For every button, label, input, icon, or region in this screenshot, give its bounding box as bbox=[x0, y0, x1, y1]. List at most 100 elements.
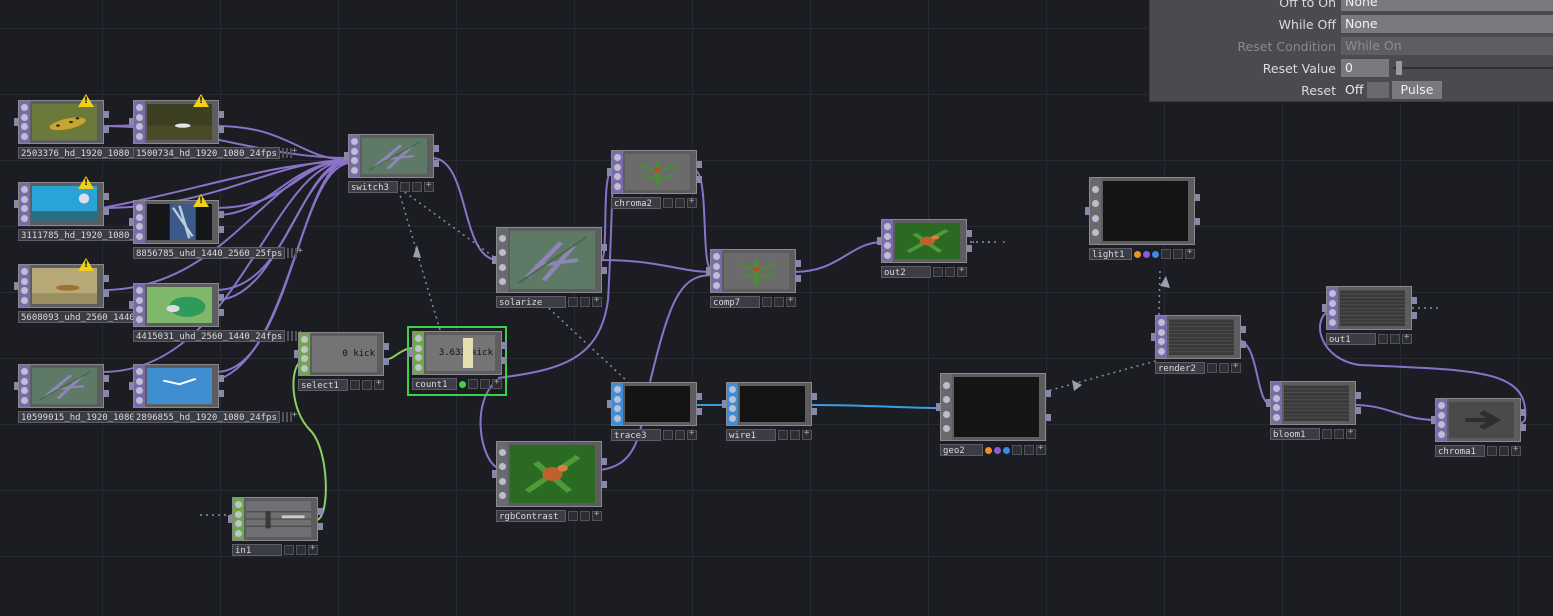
input-connector[interactable] bbox=[129, 301, 133, 309]
node-body[interactable] bbox=[18, 100, 104, 144]
node-flags-strip[interactable] bbox=[134, 365, 145, 407]
node-flags-strip[interactable] bbox=[497, 228, 508, 292]
node-flags-strip[interactable] bbox=[612, 383, 623, 425]
output-connector[interactable] bbox=[1356, 392, 1361, 399]
node-flag-icon[interactable] bbox=[614, 153, 621, 161]
node-name[interactable]: 4415031_uhd_2560_1440_24fps bbox=[133, 330, 286, 342]
node-add-icon[interactable] bbox=[1346, 427, 1356, 439]
node-name[interactable]: 5608093_uhd_2560_1440_24fps bbox=[18, 311, 171, 323]
render-flag-icon[interactable] bbox=[1003, 446, 1010, 454]
node-flag-icon[interactable] bbox=[1158, 318, 1165, 326]
output-connector[interactable] bbox=[697, 176, 702, 183]
node-flag-icon[interactable] bbox=[499, 263, 506, 271]
output-connector[interactable] bbox=[1521, 409, 1526, 416]
node-flag-icon[interactable] bbox=[713, 282, 720, 290]
input-connector[interactable] bbox=[1085, 207, 1089, 215]
node-flag-icon[interactable] bbox=[136, 367, 143, 375]
node-chroma1[interactable]: chroma1 bbox=[1431, 398, 1526, 458]
node-flag-icon[interactable] bbox=[1329, 319, 1336, 327]
node-bypass-flag-icon[interactable] bbox=[1161, 249, 1171, 259]
node-flags-strip[interactable] bbox=[134, 284, 145, 326]
node-flag-icon[interactable] bbox=[21, 387, 28, 395]
output-connector[interactable] bbox=[502, 357, 507, 364]
input-connector[interactable] bbox=[492, 470, 496, 478]
input-connector[interactable] bbox=[129, 118, 133, 126]
input-connector[interactable] bbox=[607, 400, 611, 408]
node-flag-icon[interactable] bbox=[1158, 328, 1165, 336]
output-connector[interactable] bbox=[796, 275, 801, 282]
node-flag-icon[interactable] bbox=[21, 133, 28, 141]
node-comp7[interactable]: comp7 bbox=[706, 249, 801, 309]
node-flag-icon[interactable] bbox=[136, 377, 143, 385]
output-connector[interactable] bbox=[219, 309, 224, 316]
node-flag-icon[interactable] bbox=[21, 103, 28, 111]
output-connector[interactable] bbox=[1195, 194, 1200, 201]
node-3111785-hd-1920-1080-30fps[interactable]: 3111785_hd_1920_1080_30fps bbox=[14, 176, 182, 242]
node-flag-icon[interactable] bbox=[136, 397, 143, 405]
node-flag-icon[interactable] bbox=[884, 222, 891, 230]
warning-icon[interactable] bbox=[78, 258, 94, 271]
node-add-icon[interactable] bbox=[289, 146, 297, 158]
node-flag-icon[interactable] bbox=[943, 396, 950, 404]
node-body[interactable]: 3.633 kick bbox=[412, 331, 502, 375]
node-name[interactable]: light1 bbox=[1089, 248, 1132, 260]
node-flag-icon[interactable] bbox=[136, 223, 143, 231]
node-bypass-flag-icon[interactable] bbox=[284, 545, 294, 555]
input-connector[interactable] bbox=[607, 168, 611, 176]
output-connector[interactable] bbox=[219, 294, 224, 301]
node-body[interactable] bbox=[1326, 286, 1412, 330]
node-flags-strip[interactable] bbox=[134, 101, 145, 143]
node-flag-icon[interactable] bbox=[713, 262, 720, 270]
node-add-icon[interactable] bbox=[687, 428, 697, 440]
node-bypass-flag-icon[interactable] bbox=[568, 511, 578, 521]
output-connector[interactable] bbox=[602, 481, 607, 488]
node-flags-strip[interactable] bbox=[19, 183, 30, 225]
node-geo2[interactable]: geo2 bbox=[936, 373, 1051, 457]
input-connector[interactable] bbox=[877, 237, 881, 245]
input-connector[interactable] bbox=[228, 515, 232, 523]
node-flag-icon[interactable] bbox=[21, 215, 28, 223]
node-flag-icon[interactable] bbox=[499, 491, 506, 499]
node-body[interactable] bbox=[710, 249, 796, 293]
node-flag-icon[interactable] bbox=[1092, 185, 1099, 193]
output-connector[interactable] bbox=[967, 230, 972, 237]
node-name[interactable]: switch3 bbox=[348, 181, 398, 193]
node-flag-icon[interactable] bbox=[1438, 421, 1445, 429]
node-add-icon[interactable] bbox=[1185, 247, 1195, 259]
node-name[interactable]: 1500734_hd_1920_1080_24fps bbox=[133, 147, 280, 159]
node-bypass-flag-icon[interactable] bbox=[281, 148, 284, 158]
off-to-on-menu[interactable]: None bbox=[1341, 0, 1553, 11]
input-connector[interactable] bbox=[14, 200, 18, 208]
node-bypass-flag-icon[interactable] bbox=[1487, 446, 1497, 456]
node-bypass-flag-icon[interactable] bbox=[1499, 446, 1509, 456]
render-flag-icon[interactable] bbox=[1152, 250, 1159, 258]
output-connector[interactable] bbox=[104, 208, 109, 215]
node-8856785-uhd-1440-2560-25fps[interactable]: 8856785_uhd_1440_2560_25fps bbox=[129, 194, 303, 260]
output-connector[interactable] bbox=[697, 161, 702, 168]
node-flag-icon[interactable] bbox=[21, 367, 28, 375]
node-bypass-flag-icon[interactable] bbox=[568, 297, 578, 307]
node-body[interactable] bbox=[1435, 398, 1521, 442]
output-connector[interactable] bbox=[1046, 414, 1051, 421]
node-add-icon[interactable] bbox=[492, 377, 502, 389]
node-flags-strip[interactable] bbox=[941, 374, 952, 440]
node-flag-icon[interactable] bbox=[713, 252, 720, 260]
node-1500734-hd-1920-1080-24fps[interactable]: 1500734_hd_1920_1080_24fps bbox=[129, 94, 297, 160]
node-bypass-flag-icon[interactable] bbox=[675, 430, 685, 440]
input-connector[interactable] bbox=[129, 218, 133, 226]
node-out1[interactable]: out1 bbox=[1322, 286, 1417, 346]
while-off-menu[interactable]: None bbox=[1341, 15, 1553, 33]
node-trace3[interactable]: trace3 bbox=[607, 382, 702, 442]
node-add-icon[interactable] bbox=[1511, 444, 1521, 456]
node-flag-icon[interactable] bbox=[499, 277, 506, 285]
node-flag-icon[interactable] bbox=[884, 252, 891, 260]
node-body[interactable] bbox=[18, 182, 104, 226]
node-wire1[interactable]: wire1 bbox=[722, 382, 817, 442]
node-name[interactable]: 2896855_hd_1920_1080_24fps bbox=[133, 411, 280, 423]
node-flag-icon[interactable] bbox=[136, 387, 143, 395]
node-flags-strip[interactable] bbox=[882, 220, 893, 262]
node-add-icon[interactable] bbox=[592, 509, 602, 521]
node-flag-icon[interactable] bbox=[499, 249, 506, 257]
node-in1[interactable]: in1 bbox=[228, 497, 323, 557]
pulse-button[interactable]: Pulse bbox=[1392, 81, 1442, 99]
